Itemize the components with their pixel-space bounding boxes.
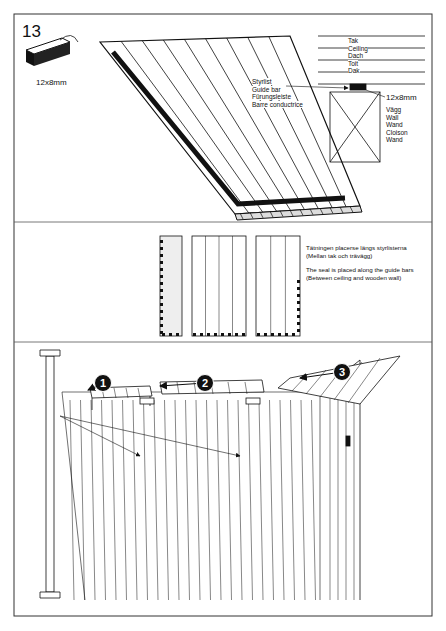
label: Toit [348, 60, 358, 67]
label: Tak [348, 37, 358, 44]
label: 12x8mm [36, 78, 67, 87]
page-frame [14, 14, 432, 616]
label: (Between ceiling and wooden wall) [306, 274, 401, 281]
callout-number: 1 [94, 374, 112, 392]
label: The seal is placed along the guide bars [306, 266, 414, 273]
assembly [40, 350, 400, 600]
label: Guide bar [252, 86, 281, 93]
label: 13 [22, 22, 41, 42]
label: Styrlist [252, 78, 272, 85]
label: 12x8mm [386, 93, 417, 102]
callout-text: 1 [100, 377, 106, 389]
ceiling-panel [100, 36, 362, 220]
callout-number: 3 [333, 363, 351, 381]
label: Cloison [386, 129, 408, 136]
label: Dach [348, 52, 363, 59]
label: Fürungsleiste [252, 93, 291, 100]
label: Wand [386, 121, 403, 128]
label: (Mellan tak och trävägg) [306, 252, 372, 259]
label: Wand [386, 136, 403, 143]
callout-text: 3 [339, 366, 345, 378]
label: Ceiling [348, 45, 368, 52]
label: Barre conductrice [252, 101, 303, 108]
seal-placement [160, 236, 300, 336]
label: Tätningen placerse längs styrlisterna [306, 244, 407, 251]
label: Wall [386, 114, 398, 121]
callout-text: 2 [202, 377, 208, 389]
callout-number: 2 [196, 374, 214, 392]
label: Dak [348, 67, 360, 74]
label: Vägg [386, 106, 401, 113]
section-detail [286, 36, 425, 162]
